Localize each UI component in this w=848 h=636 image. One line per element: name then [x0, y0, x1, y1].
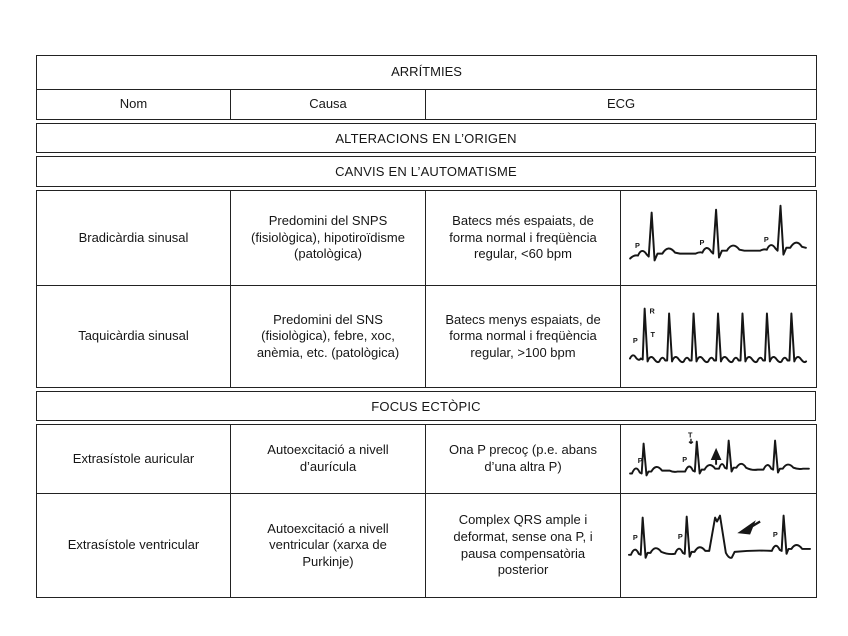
cell-ecg-desc-auricular: Ona P precoç (p.e. abans d’una altra P) [425, 424, 621, 494]
cell-ecg-desc-ventricular: Complex QRS ample i deformat, sense ona … [425, 493, 621, 598]
ecg-p-label: P [682, 455, 687, 464]
cell-causa-ventricular: Autoexcitació a nivell ventricular (xarx… [230, 493, 426, 598]
ecg-waveform [628, 307, 807, 363]
ecg-t-label: T [688, 431, 693, 440]
table-row-extrasistole-auricular: Extrasístole auricular Autoexcitació a n… [36, 424, 817, 494]
section-label-automatisme: CANVIS EN L’AUTOMATISME [335, 164, 517, 179]
ecg-waveform [628, 204, 807, 262]
ecg-extrasistole-ventricular-strip: P P P [627, 514, 811, 559]
ecg-p-label: P [772, 530, 777, 539]
ecg-p-label: P [632, 335, 637, 344]
ecg-bradicardia-strip: P P P [628, 204, 807, 262]
cell-nom-ventricular: Extrasístole ventricular [36, 493, 231, 598]
ecg-p-label: P [635, 241, 640, 250]
section-band-ectopic: FOCUS ECTÒPIC [36, 391, 816, 421]
cell-nom-taquicardia: Taquicàrdia sinusal [36, 285, 231, 388]
section-band-origen: ALTERACIONS EN L’ORIGEN [36, 123, 816, 153]
column-header-causa: Causa [230, 89, 426, 120]
section-band-automatisme: CANVIS EN L’AUTOMATISME [36, 156, 816, 187]
cell-ecg-image-auricular: P P T [620, 424, 817, 494]
column-header-nom: Nom [36, 89, 231, 120]
section-label-ectopic: FOCUS ECTÒPIC [371, 398, 481, 414]
ecg-taquicardia-strip: P R T [628, 306, 807, 363]
table-row-taquicardia: Taquicàrdia sinusal Predomini del SNS (f… [36, 285, 817, 388]
ecg-r-label: R [649, 306, 655, 315]
column-header-ecg: ECG [424, 89, 818, 120]
ecg-p-label: P [637, 456, 642, 465]
pvc-arrow-marker [736, 519, 761, 535]
table-header-segment: ARRÍTMIES Nom Causa ECG [35, 55, 818, 120]
column-header-row: Nom Causa ECG [36, 89, 818, 120]
ecg-p-label: P [763, 235, 768, 244]
arrhythmias-table: ARRÍTMIES Nom Causa ECG ALTERACIONS EN L… [35, 55, 818, 598]
cell-ecg-image-taquicardia: P R T [620, 285, 817, 388]
ecg-t-label: T [650, 330, 655, 339]
cell-causa-taquicardia: Predomini del SNS (fisiològica), febre, … [230, 285, 426, 388]
cell-nom-auricular: Extrasístole auricular [36, 424, 231, 494]
ecg-waveform [627, 514, 811, 559]
automatisme-rows-segment: Bradicàrdia sinusal Predomini del SNPS (… [36, 190, 817, 388]
premature-p-arrow-marker [710, 447, 721, 465]
ecg-p-label: P [632, 533, 637, 542]
ecg-p-label: P [677, 532, 682, 541]
table-title-row: ARRÍTMIES [35, 55, 818, 90]
cell-causa-bradicardia: Predomini del SNPS (fisiològica), hipoti… [230, 190, 426, 286]
ecg-waveform [628, 439, 810, 477]
ecg-extrasistole-auricular-strip: P P T [628, 431, 810, 477]
table-row-bradicardia: Bradicàrdia sinusal Predomini del SNPS (… [36, 190, 817, 286]
table-row-extrasistole-ventricular: Extrasístole ventricular Autoexcitació a… [36, 493, 817, 598]
down-arrow-marker [688, 438, 693, 445]
section-label-origen: ALTERACIONS EN L’ORIGEN [335, 130, 517, 146]
cell-ecg-image-ventricular: P P P [620, 493, 817, 598]
cell-causa-auricular: Autoexcitació a nivell d’aurícula [230, 424, 426, 494]
ectopic-rows-segment: Extrasístole auricular Autoexcitació a n… [36, 424, 817, 598]
ecg-p-label: P [699, 238, 704, 247]
cell-ecg-desc-bradicardia: Batecs més espaiats, de forma normal i f… [425, 190, 621, 286]
cell-ecg-desc-taquicardia: Batecs menys espaiats, de forma normal i… [425, 285, 621, 388]
table-title: ARRÍTMIES [35, 55, 818, 90]
cell-ecg-image-bradicardia: P P P [620, 190, 817, 286]
cell-nom-bradicardia: Bradicàrdia sinusal [36, 190, 231, 286]
